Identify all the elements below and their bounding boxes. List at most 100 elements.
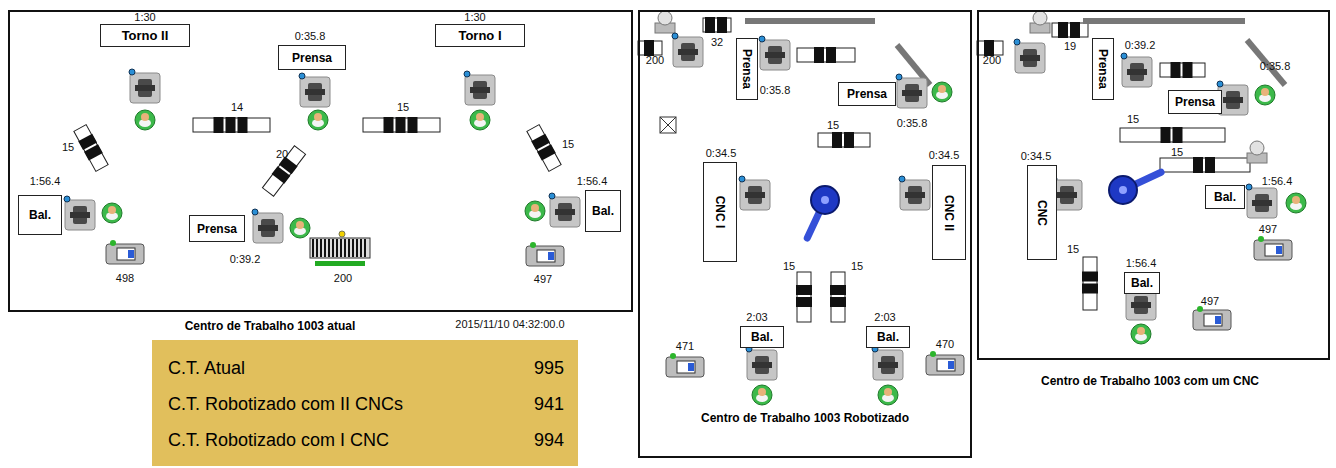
operator-head: [1292, 196, 1300, 204]
conveyor: [262, 145, 307, 197]
part-block: [1058, 22, 1068, 38]
conveyor: [1052, 22, 1088, 38]
status-dot: [1217, 81, 1223, 87]
conveyor-belt: [831, 272, 845, 322]
crossed-box: [660, 117, 676, 133]
part-block: [1193, 157, 1203, 173]
operator-icon: [525, 201, 545, 221]
status-dot: [129, 69, 135, 75]
machine-core: [905, 192, 925, 198]
status-dot: [930, 351, 936, 357]
sink-icon: [1254, 236, 1292, 260]
status-dot: [759, 36, 765, 42]
machine-core: [765, 52, 785, 58]
callout-number: 15: [1171, 147, 1183, 158]
operator-base: [1286, 193, 1306, 213]
machine-core: [1131, 302, 1151, 308]
status-dot: [464, 71, 470, 77]
conveyor: [363, 117, 440, 133]
machine-core: [752, 362, 772, 368]
operator-head: [758, 388, 766, 396]
callout-number: 15: [827, 120, 839, 131]
part-block: [830, 297, 846, 307]
status-dot: [339, 231, 345, 237]
sink-icon: [1193, 306, 1231, 330]
part-block: [1161, 127, 1171, 143]
callout-number: 200: [334, 273, 352, 284]
machine-icon: [1121, 53, 1152, 87]
conveyor-belt: [638, 41, 662, 55]
status-dot: [530, 242, 536, 248]
machine-icon: [464, 71, 495, 105]
machine-body: [1015, 43, 1045, 73]
station-box: Prensa: [189, 215, 245, 242]
station-name: Bal.: [1131, 277, 1153, 289]
sink-icon: [526, 242, 564, 266]
callout-number: 15: [1127, 114, 1139, 125]
machine-body: [673, 37, 703, 67]
part-block: [384, 117, 394, 133]
machine-core: [470, 87, 490, 93]
operator-icon: [752, 385, 772, 405]
queue-part: [312, 239, 314, 257]
status-dot: [739, 176, 745, 182]
robot-icon: [655, 11, 675, 33]
operator-base: [470, 110, 490, 130]
machine-core: [902, 90, 922, 96]
queue-body: [310, 238, 370, 258]
timestamp: 2015/11/10 04:32:00.0: [455, 319, 564, 330]
part-block: [1183, 62, 1193, 78]
conveyor-belt: [818, 133, 870, 147]
queue-part: [344, 239, 346, 257]
operator-base: [525, 201, 545, 221]
machine-icon: [252, 209, 283, 243]
status-dot: [1246, 184, 1252, 190]
machine-core: [678, 49, 698, 55]
station-name: Prensa: [292, 52, 332, 64]
callout-number: 15: [62, 142, 74, 153]
robot-hub: [1119, 186, 1127, 194]
queue-part: [352, 239, 354, 257]
sink-mark: [1276, 246, 1282, 254]
callout-number: 1:30: [134, 12, 155, 23]
queue-part: [332, 239, 334, 257]
sink-body: [106, 244, 144, 264]
machine-icon: [672, 33, 703, 67]
machine-body: [897, 78, 927, 108]
callout-number: 1:56.4: [30, 176, 61, 187]
station-name: Bal.: [29, 209, 51, 221]
conveyor: [797, 47, 855, 63]
callout-number: 0:35.8: [295, 31, 326, 42]
callout-number: 32: [711, 37, 723, 48]
conveyor-belt: [797, 272, 811, 322]
queue-bar: [315, 261, 365, 266]
machine-body: [130, 73, 160, 103]
sink-panel: [117, 248, 135, 260]
callout-number: 15: [851, 261, 863, 272]
robot-base: [811, 186, 839, 214]
part-block: [1082, 272, 1098, 282]
operator-base: [932, 82, 952, 102]
callout-number: 1:56.4: [577, 176, 608, 187]
part-block: [84, 144, 103, 160]
operator-icon: [308, 110, 328, 130]
operator-head: [938, 85, 946, 93]
station-box: Bal.: [866, 326, 910, 348]
station-name: Bal.: [1214, 191, 1236, 203]
sink-body: [926, 355, 964, 375]
station-name: Prensa: [847, 88, 887, 100]
callout-number: 471: [676, 341, 694, 352]
robot-head: [1250, 141, 1264, 155]
callout-number: 497: [1201, 296, 1219, 307]
conveyor: [818, 132, 870, 148]
callout-number: 200: [646, 55, 664, 66]
status-dot: [64, 196, 70, 202]
operator-head: [476, 113, 484, 121]
station-box: Torno I: [435, 24, 525, 47]
status-dot: [549, 193, 555, 199]
station-box: CNC: [1027, 165, 1057, 260]
machine-core: [305, 89, 325, 95]
callout-number: 0:34.5: [1021, 151, 1052, 162]
status-dot: [670, 353, 676, 359]
machine-body: [1247, 188, 1277, 218]
